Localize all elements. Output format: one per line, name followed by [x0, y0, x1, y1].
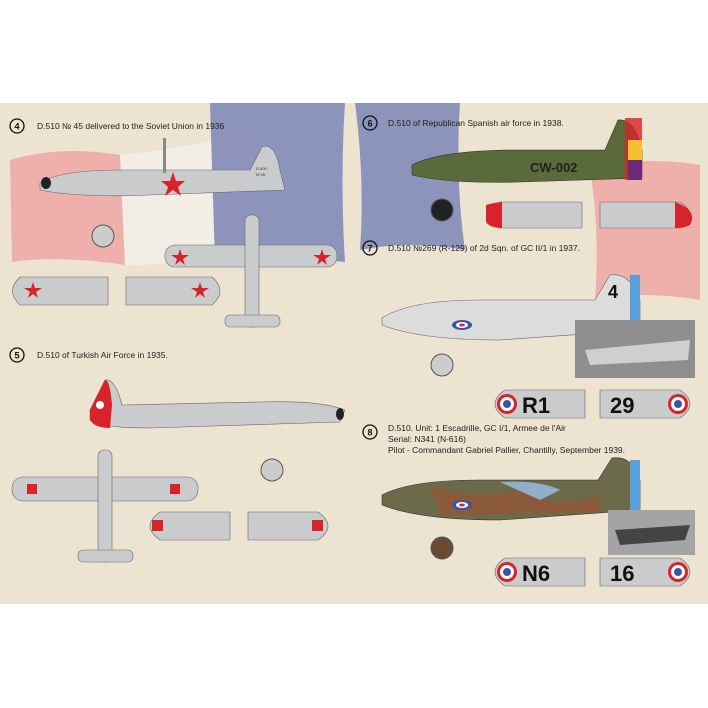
aircraft-profile-6: CW-002	[411, 118, 643, 222]
caption-6: 6 D.510 of Republican Spanish air force …	[362, 115, 564, 131]
aircraft-planform-4	[164, 214, 338, 328]
wing-decals-8: N6 16	[494, 557, 691, 587]
svg-text:8: 8	[367, 428, 372, 438]
caption-5: 5 D.510 of Turkish Air Force in 1935.	[9, 347, 168, 363]
svg-text:N°45: N°45	[256, 172, 266, 177]
svg-text:D.510 of Turkish Air Force in: D.510 of Turkish Air Force in 1935.	[37, 350, 168, 360]
aircraft-profile-4: D.500 N°45	[39, 138, 286, 248]
wing-decals-6	[486, 201, 693, 229]
svg-text:6: 6	[367, 119, 372, 129]
aircraft-profile-5	[89, 379, 346, 482]
svg-text:D.510 № 45 delivered to the So: D.510 № 45 delivered to the Soviet Union…	[37, 121, 225, 131]
french-flag-right	[355, 103, 700, 300]
svg-text:D.510 №269 (R-129) of 2d Sqn.: D.510 №269 (R-129) of 2d Sqn. of GC II/1…	[388, 243, 580, 253]
svg-text:R1: R1	[522, 393, 550, 418]
caption-4: 4 D.510 № 45 delivered to the Soviet Uni…	[9, 118, 225, 134]
svg-text:Serial: N341 (N-616): Serial: N341 (N-616)	[388, 434, 466, 444]
svg-text:D.510 of Republican Spanish ai: D.510 of Republican Spanish air force in…	[388, 118, 564, 128]
aircraft-profile-8	[381, 457, 641, 560]
wing-decals-4	[12, 276, 221, 306]
svg-text:4: 4	[14, 122, 19, 132]
caption-7: 7 D.510 №269 (R-129) of 2d Sqn. of GC II…	[362, 240, 580, 256]
svg-text:16: 16	[610, 561, 634, 586]
svg-text:D.500: D.500	[256, 166, 267, 171]
svg-text:4: 4	[608, 282, 618, 302]
svg-text:7: 7	[367, 244, 372, 254]
photo-7	[575, 320, 695, 378]
photo-8	[608, 510, 695, 555]
svg-text:Pilot - Commandant Gabriel Pal: Pilot - Commandant Gabriel Pallier, Chan…	[388, 445, 625, 455]
svg-text:5: 5	[14, 351, 19, 361]
wing-decals-5	[149, 511, 329, 541]
aircraft-planform-5	[11, 449, 199, 563]
svg-text:CW-002: CW-002	[530, 160, 577, 175]
svg-text:D.510. Unit: 1 Escadrille, GC: D.510. Unit: 1 Escadrille, GC I/1, Armee…	[388, 423, 566, 433]
caption-8: 8 D.510. Unit: 1 Escadrille, GC I/1, Arm…	[362, 423, 625, 455]
svg-text:N6: N6	[522, 561, 550, 586]
wing-decals-7: R1 29	[494, 389, 691, 419]
svg-text:29: 29	[610, 393, 634, 418]
